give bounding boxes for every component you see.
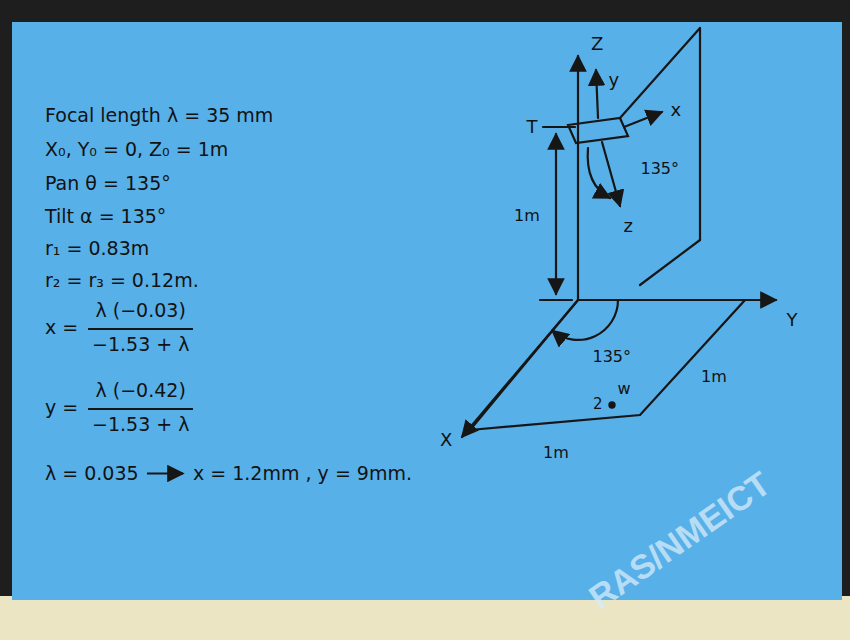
- axis-label: y: [609, 69, 620, 91]
- parameter-note: r₁ = 0.83m: [45, 237, 149, 260]
- result-note: x = 1.2mm , y = 9mm.: [193, 462, 412, 485]
- equation-lhs: x =: [45, 316, 78, 339]
- axis-label: X: [440, 429, 452, 451]
- fraction-bar: [88, 408, 193, 410]
- vertical-plane-edge: [699, 28, 701, 240]
- camera-gimbal: [568, 118, 628, 143]
- world-y-axis: [578, 299, 776, 301]
- camera-y-axis: [596, 70, 598, 118]
- dimension-label: 1m: [543, 443, 569, 462]
- height-dimension: [555, 134, 557, 294]
- point-label: 2: [593, 395, 603, 413]
- dimension-label: 1m: [514, 206, 540, 225]
- axis-label: Y: [787, 309, 798, 331]
- marker-label: T: [527, 116, 538, 138]
- world-point: [609, 402, 614, 407]
- axis-label: z: [624, 215, 633, 237]
- angle-label: 135°: [593, 347, 632, 366]
- point-label: w: [618, 379, 631, 398]
- camera-x-axis: [624, 112, 662, 127]
- axis-label: Z: [591, 33, 603, 55]
- ground-plane: [470, 300, 745, 430]
- world-x-axis: [462, 300, 578, 437]
- script-strokes: [88, 329, 193, 474]
- height-tick: [543, 126, 575, 128]
- angle-label: 135°: [641, 159, 680, 178]
- tilt-angle-arc: [588, 148, 610, 198]
- world-z-axis: [577, 56, 579, 300]
- pan-angle-arc: [552, 300, 618, 340]
- dimension-label: 1m: [701, 367, 727, 386]
- parameter-note: X₀, Y₀ = 0, Z₀ = 1m: [45, 138, 228, 161]
- fraction-denominator: −1.53 + λ: [92, 413, 189, 436]
- parameter-note: Tilt α = 135°: [45, 205, 166, 228]
- equation-lhs: y =: [45, 396, 78, 419]
- parameter-note: r₂ = r₃ = 0.12m.: [45, 269, 199, 292]
- parameter-note: Focal length λ = 35 mm: [45, 104, 273, 127]
- vertical-plane-edge: [640, 240, 700, 285]
- result-note: λ = 0.035: [45, 462, 139, 485]
- axis-label: x: [671, 99, 682, 121]
- camera-z-axis: [602, 142, 620, 206]
- fraction-numerator: λ (−0.03): [96, 299, 186, 322]
- parameter-note: Pan θ = 135°: [45, 172, 171, 195]
- fraction-denominator: −1.53 + λ: [92, 333, 189, 356]
- height-tick: [540, 299, 572, 301]
- fraction-bar: [88, 328, 193, 330]
- implies-arrow: [147, 472, 183, 474]
- vertical-plane-edge: [620, 28, 700, 118]
- paper-strip: [0, 596, 850, 640]
- fraction-numerator: λ (−0.42): [96, 379, 186, 402]
